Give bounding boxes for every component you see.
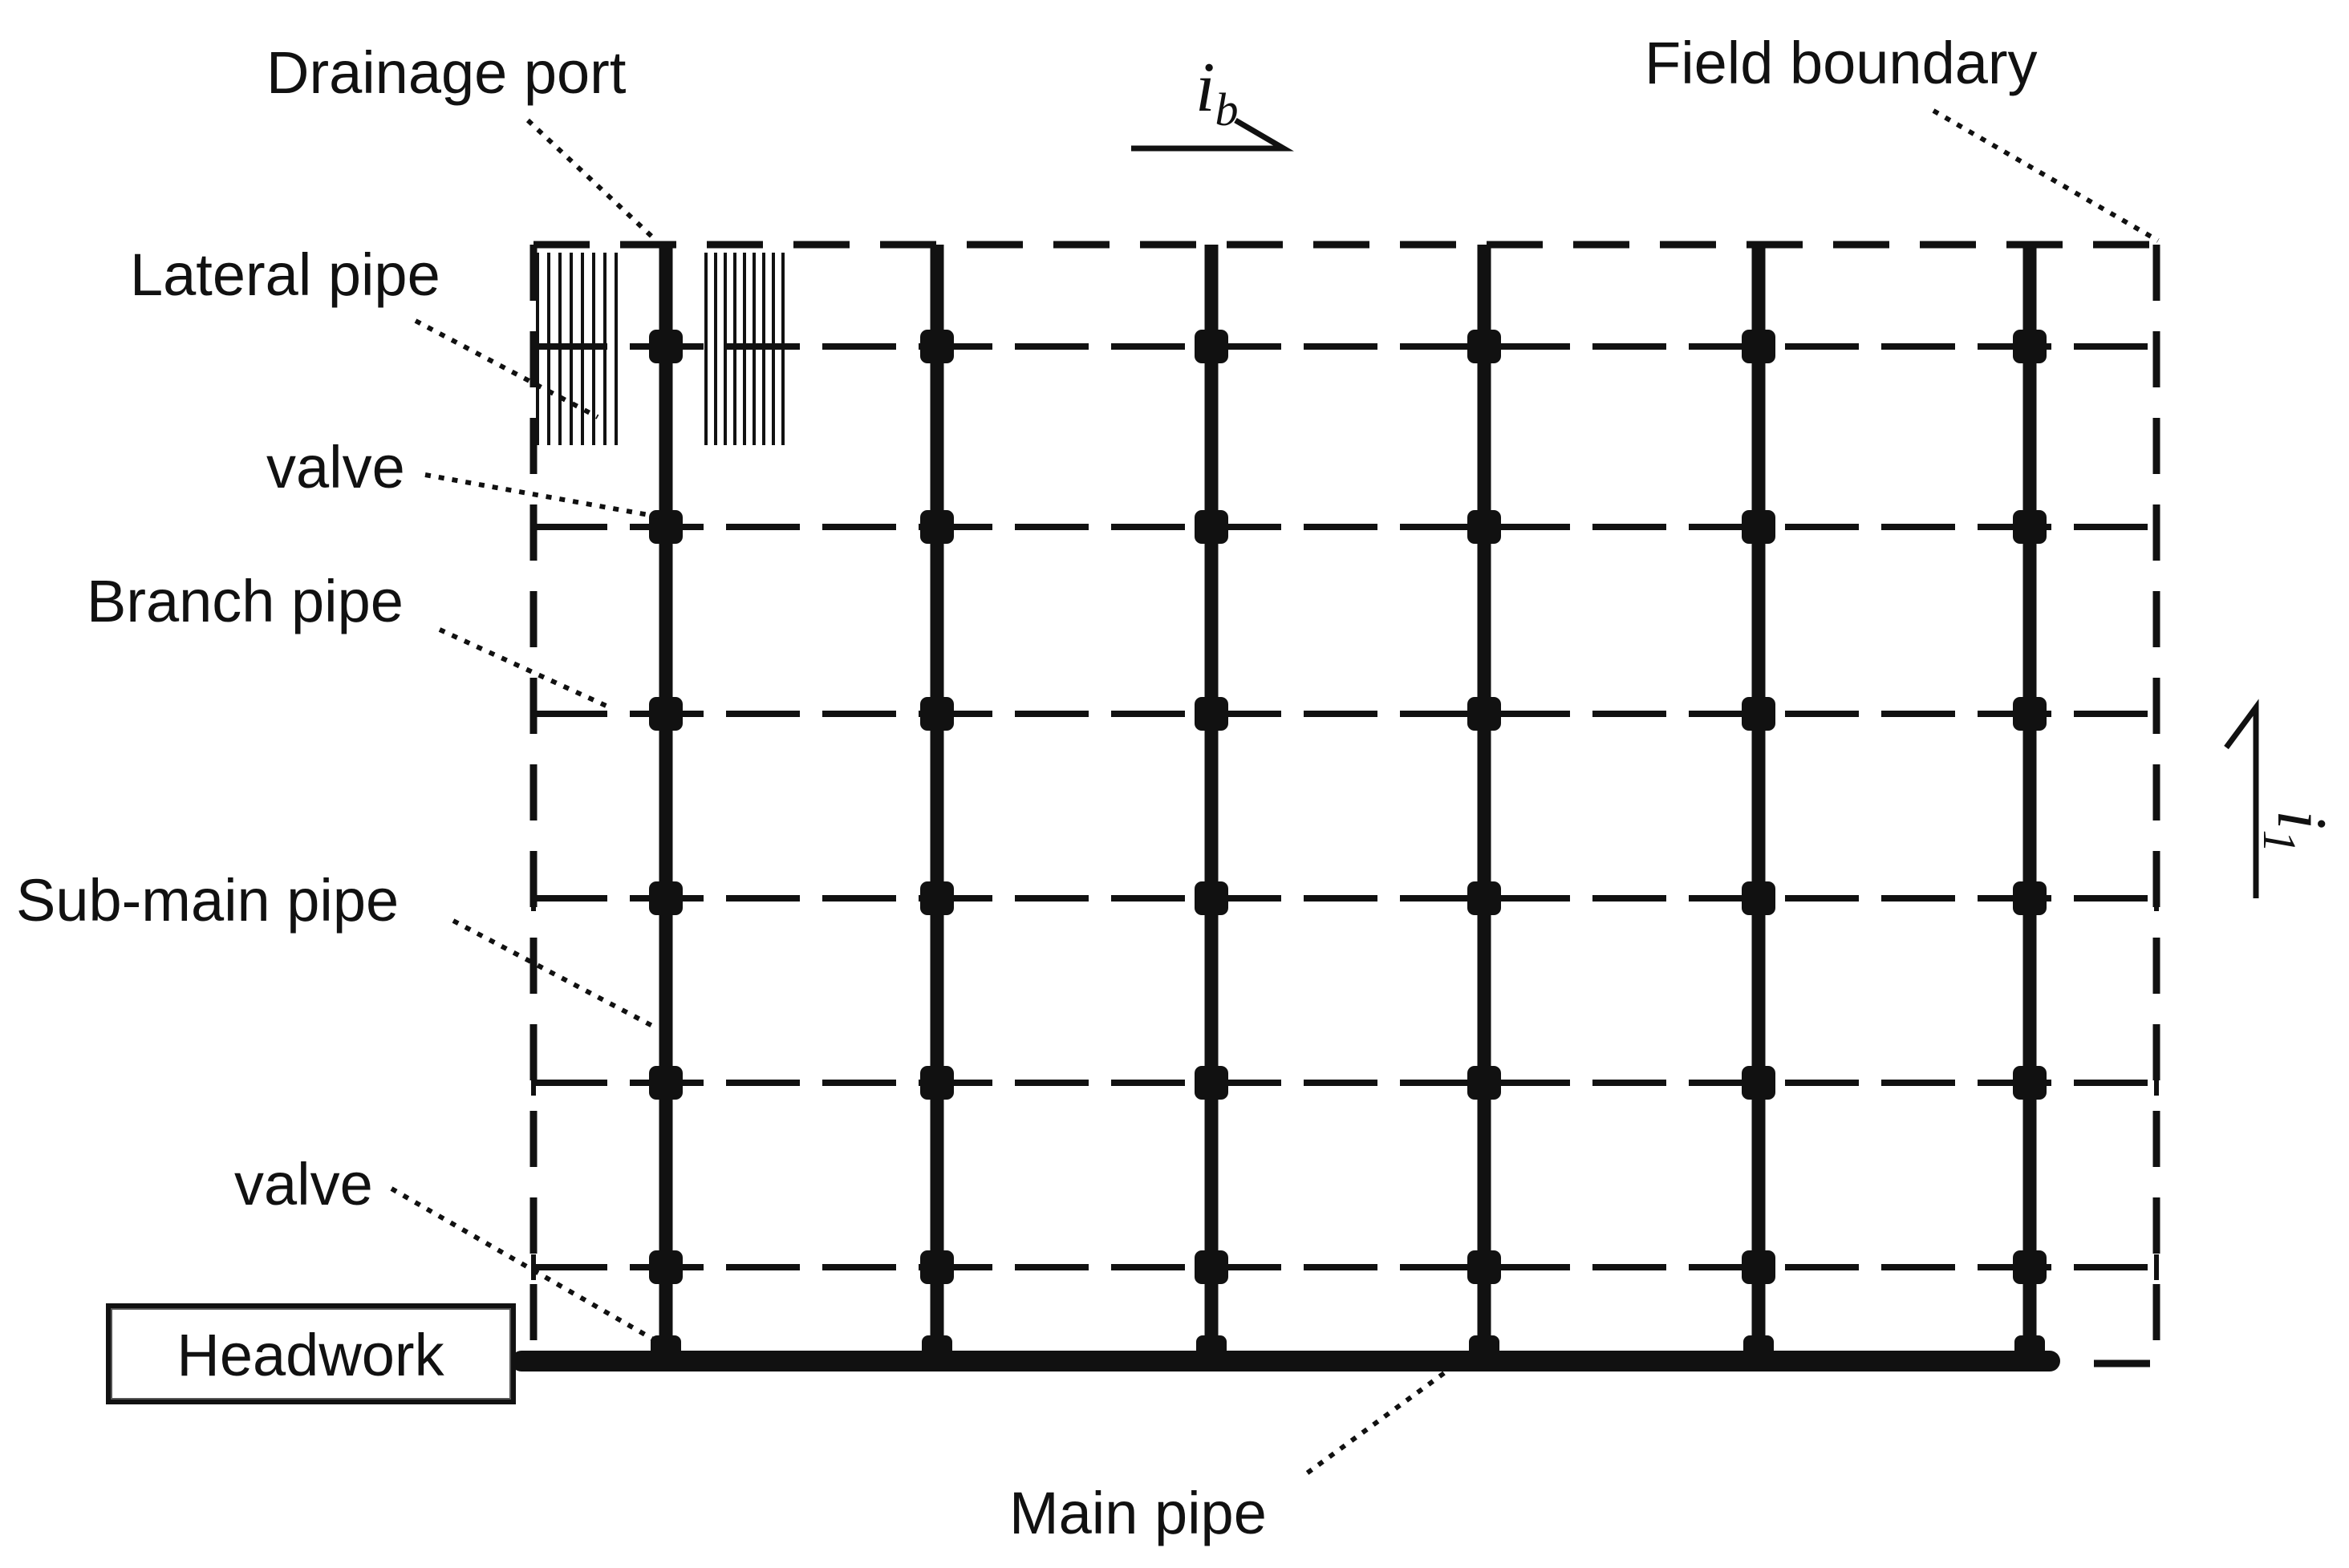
sub-main-pipe-label: Sub-main pipe bbox=[16, 867, 399, 934]
valve-node-6-3 bbox=[2013, 697, 2047, 731]
leader-valve-upper bbox=[424, 472, 663, 520]
valve-node-6-6 bbox=[2013, 1250, 2047, 1284]
slope-symbol-horizontal: i bbox=[1195, 49, 1215, 127]
leader-branch-pipe bbox=[438, 627, 611, 710]
valve-node-2-2 bbox=[920, 510, 954, 544]
valve-node-3-1 bbox=[1195, 330, 1228, 363]
leader-field-boundary bbox=[1932, 108, 2160, 243]
field-boundary bbox=[529, 241, 2160, 1367]
main-pipe-label: Main pipe bbox=[1009, 1480, 1267, 1546]
leader-drainage-port bbox=[525, 118, 659, 243]
headwork-box-shadow bbox=[111, 1308, 511, 1400]
valve-node-5-1 bbox=[1742, 330, 1775, 363]
branch-end-caps bbox=[531, 334, 2159, 1280]
valve-node-6-2 bbox=[2013, 510, 2047, 544]
headwork-box bbox=[106, 1303, 516, 1404]
slope-subscript-horizontal: b bbox=[1215, 83, 1238, 136]
slope-arrow-horizontal bbox=[1131, 117, 1294, 152]
leader-lines bbox=[390, 108, 2160, 1480]
valve-node-4-1 bbox=[1467, 330, 1501, 363]
headwork-label: Headwork bbox=[176, 1322, 444, 1388]
valve-node-2-1 bbox=[920, 330, 954, 363]
leader-main-pipe bbox=[1300, 1371, 1446, 1480]
leader-sub-main-pipe bbox=[452, 918, 655, 1029]
valve-node-5-5 bbox=[1742, 1066, 1775, 1100]
valve-node-1-6 bbox=[649, 1250, 683, 1284]
valve-node-2-5 bbox=[920, 1066, 954, 1100]
valve-node-1-5 bbox=[649, 1066, 683, 1100]
valve-node-4-2 bbox=[1467, 510, 1501, 544]
slope-arrow-vertical bbox=[2224, 699, 2259, 898]
valve-node-5-2 bbox=[1742, 510, 1775, 544]
slope-label-horizontal: ib bbox=[1195, 49, 1238, 136]
slope-indicator-horizontal: ib bbox=[1131, 49, 1294, 152]
branch-pipe-label: Branch pipe bbox=[87, 568, 404, 634]
slope-symbol-vertical: i bbox=[2262, 810, 2340, 829]
drainage-port-label: Drainage port bbox=[266, 39, 627, 106]
slope-subscript-vertical: 1 bbox=[2254, 829, 2306, 853]
valve-node-5-6 bbox=[1742, 1250, 1775, 1284]
valve-node-1-1 bbox=[649, 330, 683, 363]
lateral-pipes bbox=[536, 253, 785, 445]
valve-node-6-5 bbox=[2013, 1066, 2047, 1100]
valve-node-2-4 bbox=[920, 881, 954, 915]
valves bbox=[649, 330, 2047, 1366]
valve-node-4-4 bbox=[1467, 881, 1501, 915]
valve-node-2-6 bbox=[920, 1250, 954, 1284]
valve-node-3-2 bbox=[1195, 510, 1228, 544]
leader-valve-lower bbox=[390, 1186, 658, 1343]
valve-node-3-4 bbox=[1195, 881, 1228, 915]
valve-node-3-6 bbox=[1195, 1250, 1228, 1284]
valve-node-2-3 bbox=[920, 697, 954, 731]
valve-node-4-5 bbox=[1467, 1066, 1501, 1100]
valve-node-5-4 bbox=[1742, 881, 1775, 915]
valve-lower-label: valve bbox=[234, 1151, 373, 1218]
valve-node-5-3 bbox=[1742, 697, 1775, 731]
valve-upper-label: valve bbox=[266, 434, 405, 500]
valve-node-3-3 bbox=[1195, 697, 1228, 731]
slope-indicator-vertical: i1 bbox=[2224, 699, 2340, 898]
valve-node-3-5 bbox=[1195, 1066, 1228, 1100]
sub-main-pipes bbox=[659, 245, 2037, 1361]
branch-pipes bbox=[533, 343, 2156, 1270]
valve-node-6-4 bbox=[2013, 881, 2047, 915]
lateral-pipe-label: Lateral pipe bbox=[130, 241, 440, 308]
valve-node-4-3 bbox=[1467, 697, 1501, 731]
valve-node-1-4 bbox=[649, 881, 683, 915]
field-boundary-label: Field boundary bbox=[1645, 30, 2038, 96]
valve-node-6-1 bbox=[2013, 330, 2047, 363]
slope-label-vertical: i1 bbox=[2254, 810, 2340, 853]
valve-node-4-6 bbox=[1467, 1250, 1501, 1284]
valve-node-1-3 bbox=[649, 697, 683, 731]
